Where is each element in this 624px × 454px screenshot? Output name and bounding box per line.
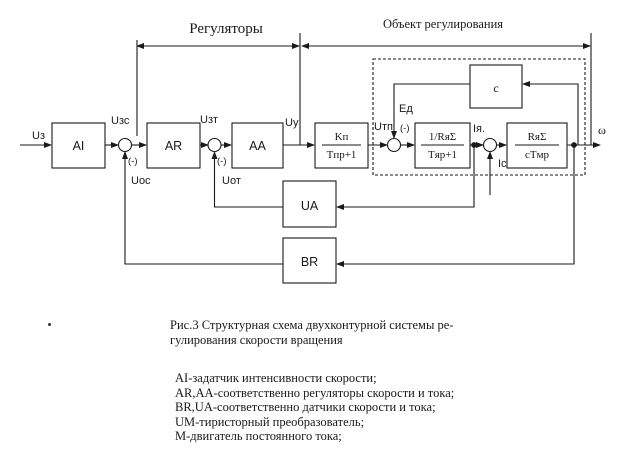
block-converter[interactable] — [314, 122, 369, 169]
signal-minus-current: (-) — [217, 156, 227, 167]
legend-item: AI-задатчик интенсивности скорости; — [175, 371, 377, 385]
wire-ua-sum2 — [211, 151, 283, 208]
motor-denominator: cTмp — [525, 149, 550, 161]
figure-caption: Рис.3 Структурная схема двухконтурной си… — [170, 318, 510, 348]
signal-minus-emf: (-) — [400, 123, 410, 134]
converter-numerator: Kп — [335, 131, 349, 143]
caption-line-1: Рис.3 Структурная схема двухконтурной си… — [170, 318, 454, 332]
wire-c-sum3 — [391, 83, 470, 139]
armature-denominator: Tяp+1 — [428, 149, 457, 161]
legend-item: AR,AA-соответственно регуляторы скорости… — [175, 385, 455, 400]
signal-uzs: Uзс — [111, 115, 130, 127]
wire-omega-br — [336, 145, 575, 267]
summer-current — [207, 137, 222, 153]
regulators-label: Регуляторы — [189, 21, 263, 37]
signal-iya: Iя. — [473, 123, 485, 135]
wire-omega-c — [522, 81, 579, 145]
signal-omega: ω — [598, 123, 606, 137]
block-ar-label: AR — [165, 139, 182, 153]
caption-line-2: гулирования скорости вращения — [170, 333, 343, 347]
signal-minus-speed: (-) — [128, 156, 138, 167]
legend-item: UM-тиристорный преобразователь; — [175, 414, 365, 429]
legend-item: BR,UA-соответственно датчики скорости и … — [175, 400, 436, 414]
motor-numerator: RяΣ — [528, 131, 547, 143]
block-br[interactable] — [282, 237, 337, 284]
signal-uz: Uз — [32, 130, 45, 142]
block-armature[interactable] — [414, 122, 471, 169]
legend: AI-задатчик интенсивности скорости; AR,A… — [175, 371, 515, 444]
signal-ic: Ic — [498, 158, 507, 170]
summer-load — [482, 137, 498, 153]
signal-uy: Uy — [285, 117, 299, 129]
wire-br-sum1 — [122, 151, 283, 265]
block-ua-label: UA — [301, 199, 319, 213]
converter-denominator: Tпp+1 — [327, 149, 357, 161]
signal-ed: Eд — [399, 103, 413, 115]
block-diagram: Регуляторы Объект регулирования AI AR AA… — [20, 17, 606, 284]
signal-uzt: Uзт — [200, 114, 218, 126]
block-br-label: BR — [301, 255, 318, 269]
block-ai-label: AI — [73, 139, 85, 153]
block-c-label: c — [493, 81, 498, 95]
block-motor[interactable] — [506, 122, 568, 169]
object-label: Объект регулирования — [383, 17, 503, 31]
signal-uos: Uос — [131, 175, 151, 187]
stray-dot — [48, 323, 51, 326]
wire-current-ua — [336, 145, 475, 210]
motor-boundary-dashed — [372, 58, 586, 176]
summer-speed — [117, 137, 133, 153]
summer-emf — [386, 137, 402, 153]
armature-numerator: 1/RяΣ — [429, 131, 456, 143]
signal-utp: Uтп — [374, 121, 393, 133]
block-aa-label: AA — [249, 139, 266, 153]
signal-uot: Uот — [222, 175, 241, 187]
legend-item: M-двигатель постоянного тока; — [175, 429, 342, 443]
